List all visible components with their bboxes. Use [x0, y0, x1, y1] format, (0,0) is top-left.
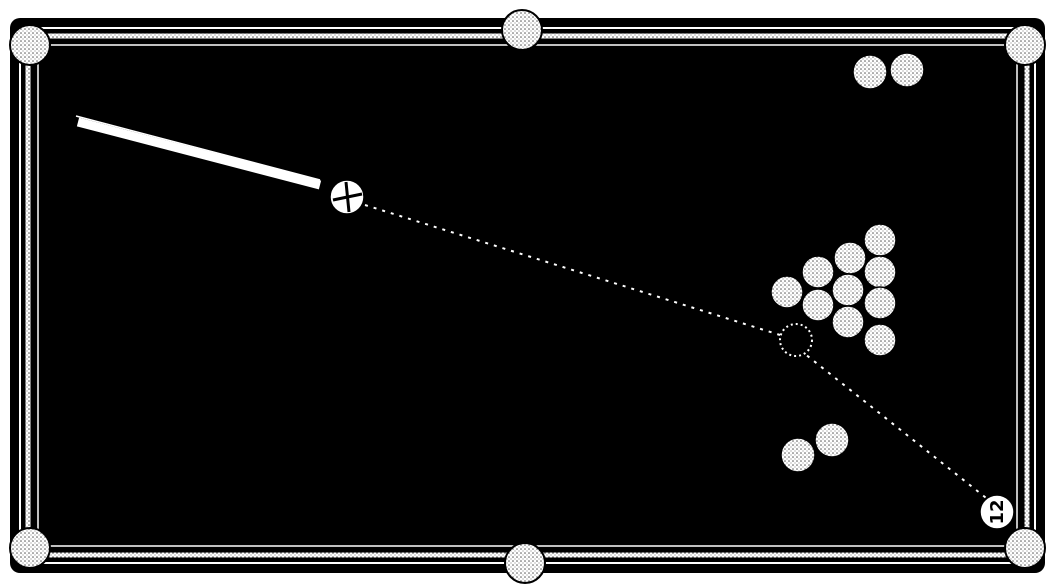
pool-ball[interactable]	[864, 256, 896, 288]
pool-ball[interactable]	[864, 324, 896, 356]
pocket-bottom-left	[10, 528, 50, 568]
pool-ball[interactable]	[864, 287, 896, 319]
object-ball[interactable]: 12	[980, 495, 1014, 529]
pool-ball[interactable]	[781, 438, 815, 472]
pocket-top-left	[10, 25, 50, 65]
pool-ball[interactable]	[853, 55, 887, 89]
cue-ball-icon[interactable]	[330, 180, 364, 214]
ghost-ball	[780, 324, 812, 356]
pocket-top-middle	[502, 10, 542, 50]
pool-ball[interactable]	[864, 224, 896, 256]
pool-ball[interactable]	[832, 274, 864, 306]
pocket-bottom-right	[1005, 528, 1045, 568]
pool-ball[interactable]	[834, 242, 866, 274]
pool-ball[interactable]	[890, 53, 924, 87]
pool-ball[interactable]	[771, 276, 803, 308]
pool-ball[interactable]	[802, 289, 834, 321]
pocket-top-right	[1005, 25, 1045, 65]
pocket-bottom-middle	[505, 543, 545, 583]
ball-number: 12	[987, 499, 1008, 524]
pool-ball[interactable]	[802, 256, 834, 288]
pool-ball[interactable]	[815, 423, 849, 457]
pool-ball[interactable]	[832, 306, 864, 338]
